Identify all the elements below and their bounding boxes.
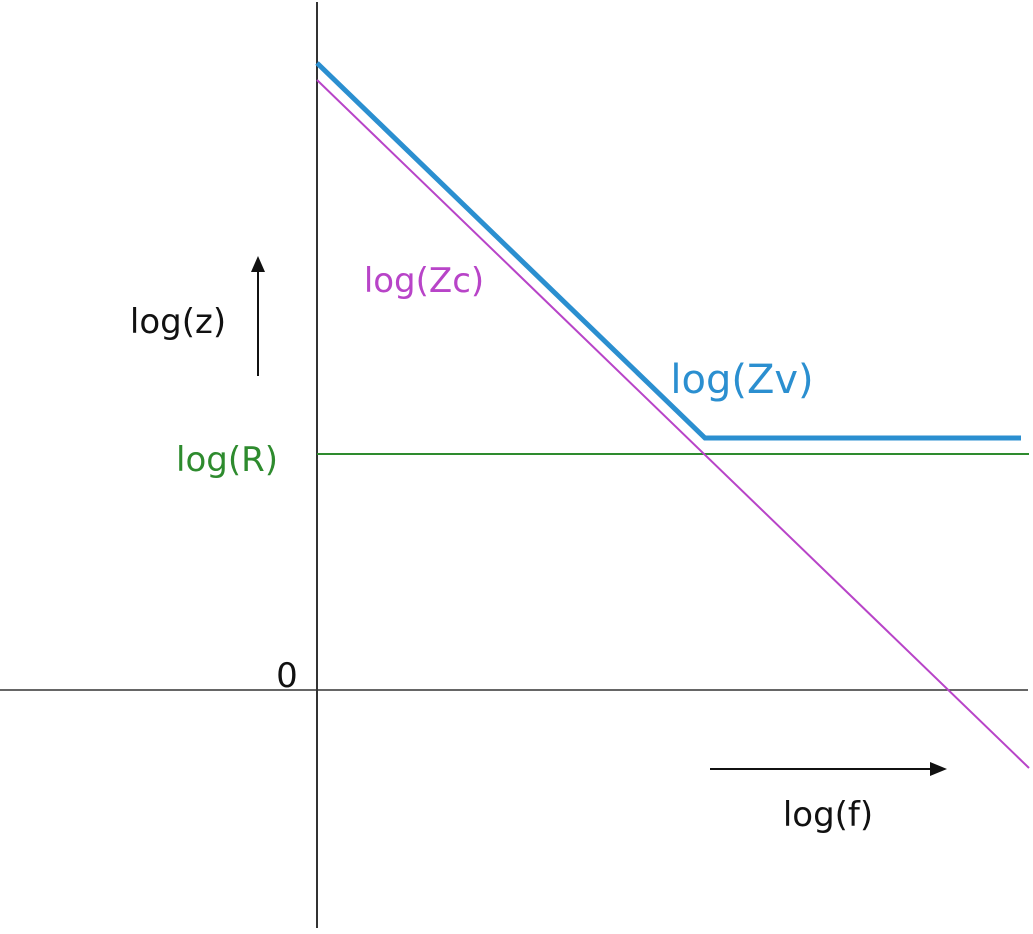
x-axis-label: log(f) (783, 795, 873, 835)
origin-label: 0 (276, 656, 298, 696)
y-axis-label: log(z) (130, 302, 226, 342)
series-label-log-zv: log(Zv) (670, 357, 813, 403)
series-label-log-r: log(R) (176, 440, 278, 480)
series-label-log-zc: log(Zc) (364, 261, 484, 301)
y-arrow-head (251, 256, 265, 272)
x-arrow-head (930, 762, 947, 776)
series-log-zv-line (315, 61, 1021, 441)
series-log-zc-line (316, 79, 1030, 769)
